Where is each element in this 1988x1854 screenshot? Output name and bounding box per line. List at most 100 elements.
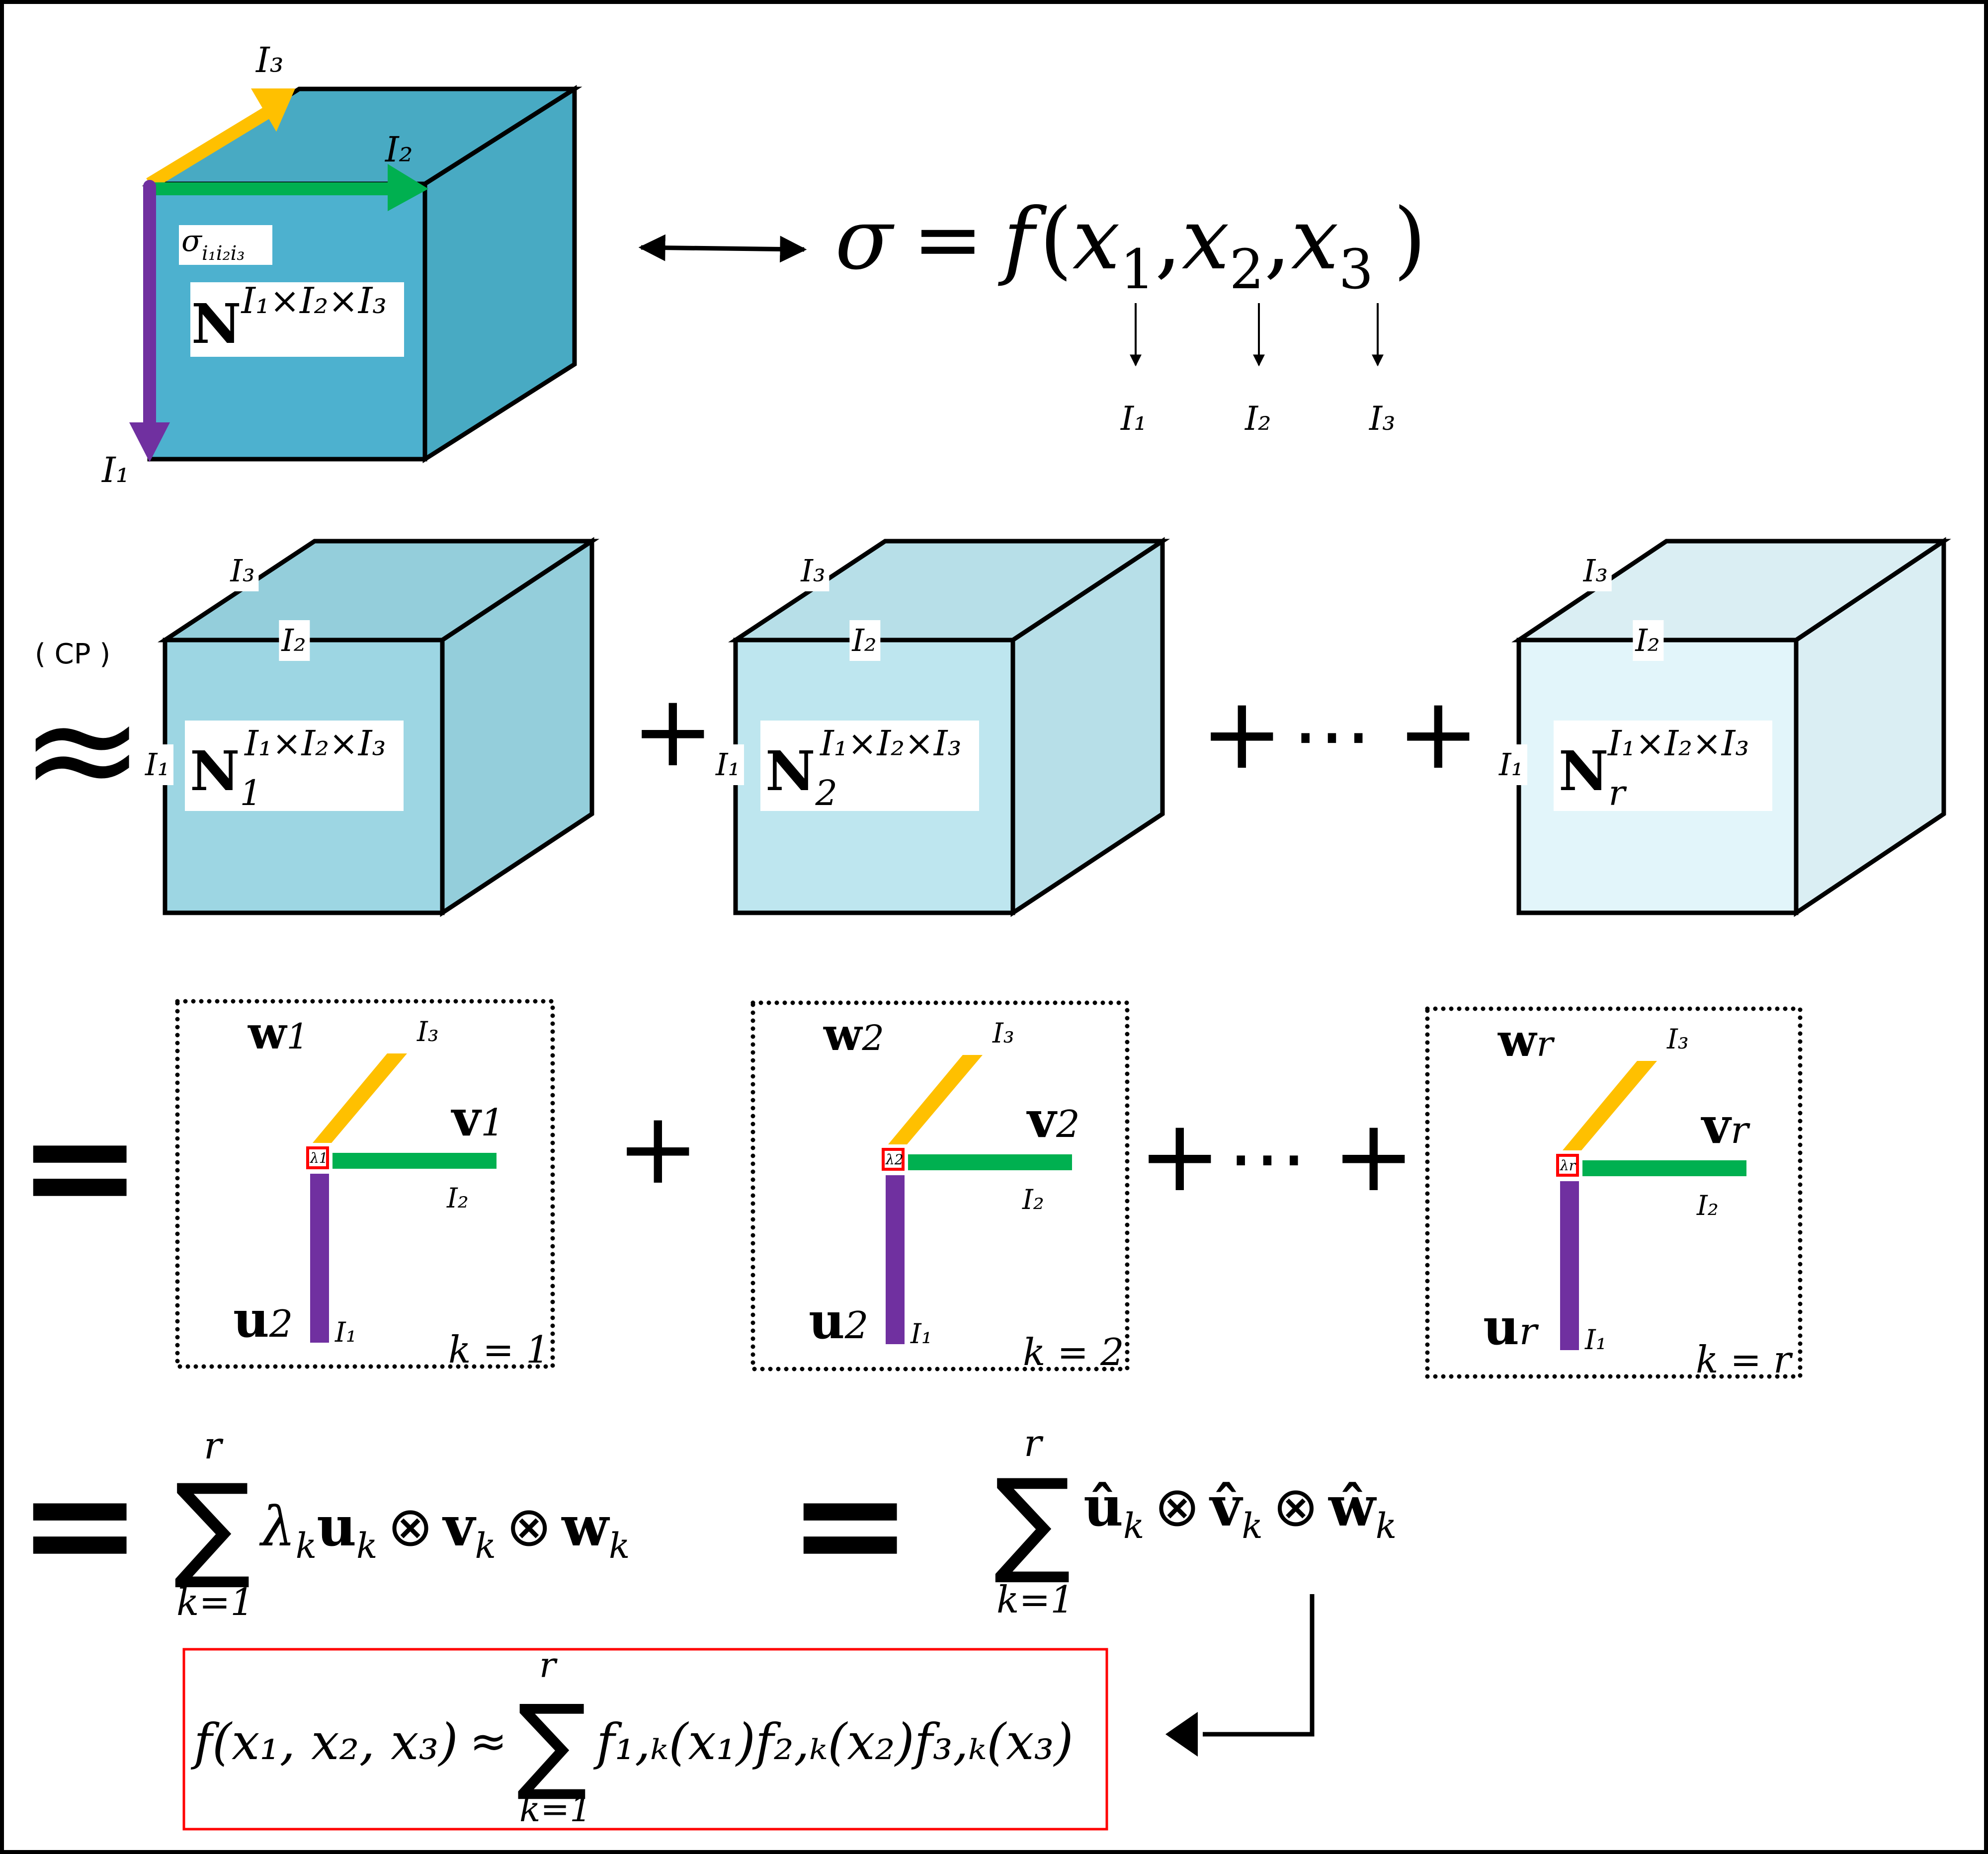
dotted-term-box <box>175 999 555 1369</box>
entry-label-bg <box>179 225 272 265</box>
axis-label-I3: I₃ <box>255 40 284 81</box>
tensor-label: N1I₁×I₂×I₃ <box>190 723 386 813</box>
axis-label-I2: I₂ <box>384 129 413 170</box>
cp-method-label: ( CP ) <box>35 638 110 670</box>
u-dim-I1: I₁ <box>334 1316 357 1348</box>
w-dim-I3: I₃ <box>992 1017 1014 1049</box>
u-vector-label: ur <box>1483 1297 1539 1356</box>
cp-cube-3: I₃ I₂ I₁ NrI₁×I₂×I₃ <box>1496 537 1951 917</box>
sum2-upper: r <box>1024 1421 1044 1465</box>
lambda-label: λ2 <box>885 1151 904 1168</box>
w-vector-label: w2 <box>823 1008 884 1061</box>
main-tensor-cube: I₃ I₂ I₁ σi₁i₂i₃ NI₁×I₂×I₃ <box>101 40 582 490</box>
w-vector-bar <box>1563 1061 1657 1150</box>
sum2-terms: ûk⊗v̂k⊗ŵk <box>1083 1474 1397 1546</box>
edge-label-I3: I₃ <box>230 553 254 589</box>
mode1-arrow-head <box>129 422 170 462</box>
edge-label-I3: I₃ <box>1583 553 1608 589</box>
edge-label-I1: I₁ <box>145 746 169 783</box>
result-rhs: f₁,ₖ(x₁)f₂,ₖ(x₂)f₃,ₖ(x₃) <box>593 1713 1074 1771</box>
edge-label-I3-bg <box>1580 551 1612 591</box>
u-vector-bar <box>886 1175 905 1344</box>
sum1-lower: k=1 <box>176 1580 254 1624</box>
k-index-label: k = r <box>1696 1338 1793 1381</box>
w-vector-label: wr <box>1497 1014 1555 1067</box>
v-dim-I2: I₂ <box>1696 1190 1719 1221</box>
tensor-label-bg <box>1554 721 1772 811</box>
edge-label-I2: I₂ <box>1635 622 1659 658</box>
edge-label-I1-bg <box>1496 744 1527 785</box>
edge-label-I1: I₁ <box>1498 746 1523 783</box>
weighted-sum-expression: r ∑ k=1 λkuk⊗vk⊗wk <box>174 1424 630 1624</box>
edge-label-I1-bg <box>143 744 173 785</box>
plus-sign-1: + <box>631 673 715 789</box>
v-vector-label: v2 <box>1026 1090 1080 1149</box>
plus-sign-3: + <box>1397 676 1480 792</box>
equals-sign-1: = <box>17 1079 142 1253</box>
v-vector-label: vr <box>1701 1096 1750 1155</box>
sum1-symbol: ∑ <box>174 1460 251 1593</box>
elbow-arrow-to-result <box>1203 1594 1315 1737</box>
equals-sign-2: = <box>17 1437 142 1611</box>
result-approx: ≈ <box>470 1715 507 1768</box>
edge-label-I3-bg <box>228 551 259 591</box>
v-vector-bar <box>332 1153 497 1169</box>
v-dim-I2: I₂ <box>1022 1184 1044 1215</box>
tensor-label: N2I₁×I₂×I₃ <box>765 723 962 813</box>
w-vector-bar <box>888 1055 983 1144</box>
sum1-terms: λkuk⊗vk⊗wk <box>259 1494 630 1566</box>
lambda-label: λ1 <box>310 1150 328 1166</box>
result-lhs: f(x₁, x₂, x₃) <box>190 1713 458 1771</box>
mode3-arrow-shaft <box>146 106 272 190</box>
tensor-label: NrI₁×I₂×I₃ <box>1559 723 1749 813</box>
u-dim-I1: I₁ <box>1584 1324 1607 1356</box>
edge-label-I2: I₂ <box>281 622 306 658</box>
w-vector-bar <box>313 1053 407 1143</box>
u-vector-bar <box>310 1174 329 1343</box>
result-sum-symbol: ∑ <box>517 1682 587 1804</box>
sum2-symbol: ∑ <box>994 1455 1071 1588</box>
normalized-sum-expression: r ∑ k=1 ûk⊗v̂k⊗ŵk <box>994 1421 1397 1621</box>
ellipsis-2: ⋯ <box>1228 1111 1307 1204</box>
plus-sign-6: + <box>1332 1098 1415 1214</box>
sigma-function-equation: σ=f(x1,x2,x3) <box>835 190 1426 301</box>
lambda-box <box>882 1148 905 1171</box>
axis-label-I1: I₁ <box>101 450 130 490</box>
target-I1: I₁ <box>1120 400 1147 438</box>
target-I2: I₂ <box>1244 400 1271 438</box>
v-dim-I2: I₂ <box>446 1182 469 1214</box>
v-vector-label: v1 <box>451 1089 504 1147</box>
w-dim-I3: I₃ <box>416 1016 439 1048</box>
k-index-label: k = 1 <box>448 1328 550 1371</box>
mode3-arrow-head <box>251 88 295 132</box>
plus-sign-2: + <box>1200 676 1284 792</box>
w-vector-label: w1 <box>248 1007 309 1059</box>
u-dim-I1: I₁ <box>910 1318 932 1350</box>
v-vector-bar <box>908 1154 1072 1170</box>
approx-symbol: ≈ <box>20 662 145 835</box>
cp-cube-1: I₃ I₂ I₁ N1I₁×I₂×I₃ <box>143 537 599 917</box>
entry-label: σi₁i₂i₃ <box>181 224 245 265</box>
dotted-term-box <box>750 1000 1130 1371</box>
u-vector-label: u2 <box>809 1291 868 1350</box>
lambda-box <box>306 1146 329 1169</box>
edge-label-I2-bg <box>279 620 310 661</box>
edge-label-I1-bg <box>713 744 744 785</box>
sum1-upper: r <box>204 1424 224 1467</box>
equivalence-double-arrow <box>638 234 807 263</box>
edge-label-I3: I₃ <box>800 553 825 589</box>
u-vector-label: u2 <box>233 1290 293 1349</box>
edge-label-I1: I₁ <box>715 746 740 783</box>
plus-sign-5: + <box>1138 1098 1222 1214</box>
ellipsis: ⋯ <box>1292 689 1372 782</box>
equals-sign-3: = <box>788 1437 912 1611</box>
tensor-label-bg <box>185 721 404 811</box>
result-highlight-box <box>182 1648 1108 1831</box>
dotted-term-box <box>1425 1006 1803 1379</box>
